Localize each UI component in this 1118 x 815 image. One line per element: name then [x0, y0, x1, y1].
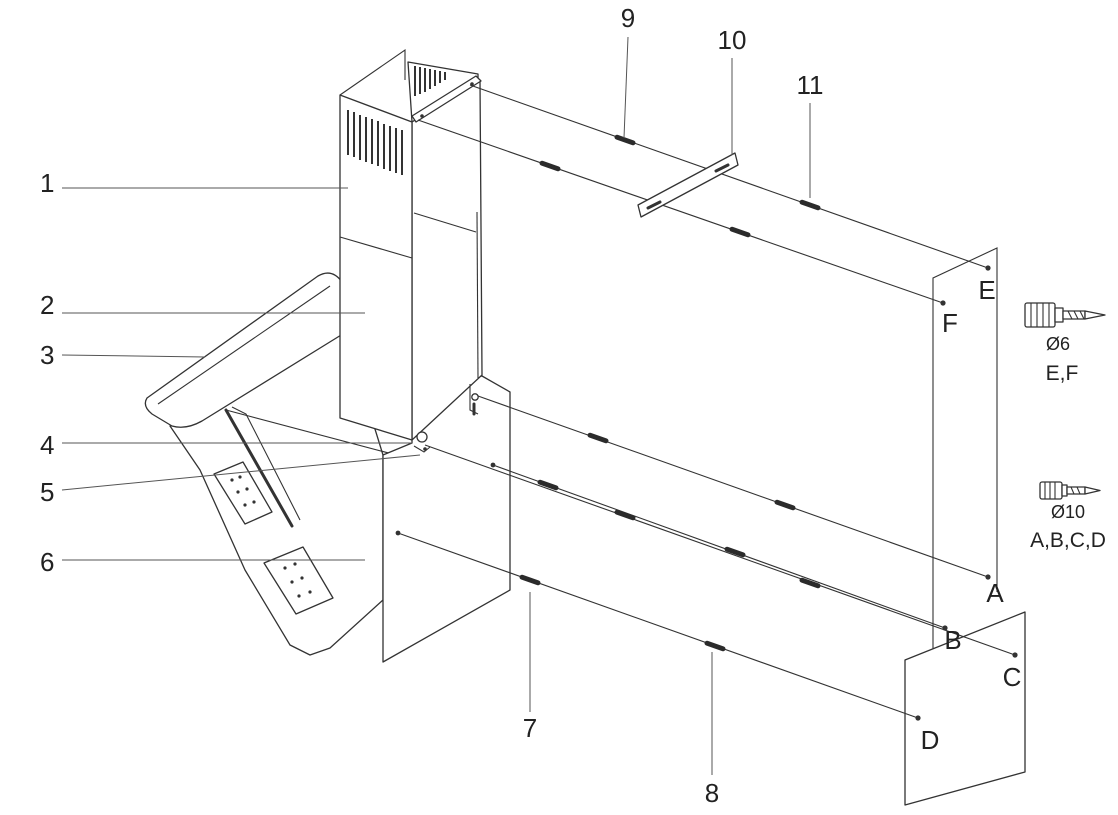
chimney-bottom-bracket — [413, 431, 431, 453]
mounting-line-f — [417, 119, 944, 304]
chimney-inner-rail — [476, 211, 479, 379]
screw — [774, 499, 796, 511]
hole-label-d: D — [921, 725, 940, 755]
leader-line-9 — [623, 36, 629, 139]
screw — [539, 160, 561, 172]
glass-panel-inner-edge — [157, 285, 331, 405]
screw — [704, 640, 726, 652]
screw — [799, 199, 821, 211]
wall-panel-upper — [932, 247, 998, 655]
screw — [799, 577, 821, 589]
drill-diameter-large: Ø10 — [1051, 502, 1085, 522]
chimney-outer-back-edge — [339, 48, 406, 96]
chimney-outer-piece — [339, 94, 413, 441]
screw — [537, 479, 559, 491]
chimney-top-bracket-hole — [420, 114, 424, 118]
part-number-8: 8 — [705, 778, 719, 808]
mounting-line-c — [424, 444, 1016, 656]
box-hanging-bracket — [469, 384, 479, 416]
drill-icon — [1039, 481, 1101, 500]
part-number-1: 1 — [40, 168, 54, 198]
wall-bracket — [637, 152, 739, 218]
control-panel-upper — [213, 461, 273, 525]
part-number-5: 5 — [40, 477, 54, 507]
screw — [729, 226, 751, 238]
chimney-top-bracket — [411, 75, 482, 123]
hole-label-e: E — [978, 275, 995, 305]
hole-label-a: A — [986, 578, 1004, 608]
hole-label-f: F — [942, 308, 958, 338]
wall-panel-lower — [904, 611, 1026, 806]
drill-diameter-small: Ø6 — [1046, 334, 1070, 354]
hole-b — [942, 625, 948, 631]
part-number-6: 6 — [40, 547, 54, 577]
screw — [614, 509, 636, 521]
screw — [519, 574, 541, 586]
glass-panel — [144, 272, 347, 428]
screw — [587, 432, 609, 444]
mounting-line-b — [492, 464, 946, 629]
hood-frame-edge — [231, 406, 301, 521]
hood-inner-edge — [225, 409, 416, 461]
hole-e — [985, 265, 991, 271]
control-panel-lower — [263, 546, 334, 615]
drill-holes-small: E,F — [1046, 362, 1079, 385]
mounting-line-d — [397, 532, 919, 719]
chimney-inner-divider — [413, 212, 477, 233]
drill-icon — [1024, 302, 1106, 328]
hood-fixing-point — [395, 530, 401, 536]
hole-a — [985, 574, 991, 580]
hole-f — [940, 300, 946, 306]
chimney-inner-vent-slits — [414, 66, 446, 96]
hood-frame — [224, 408, 294, 528]
mounting-line-e — [469, 84, 989, 269]
chimney-outer-divider — [339, 236, 413, 259]
hole-d — [915, 715, 921, 721]
hole-label-c: C — [1003, 662, 1022, 692]
part-number-2: 2 — [40, 290, 54, 320]
hole-c — [1012, 652, 1018, 658]
leader-line-3 — [61, 354, 206, 358]
part-number-10: 10 — [718, 25, 747, 55]
part-number-9: 9 — [621, 3, 635, 33]
part-number-3: 3 — [40, 340, 54, 370]
part-number-7: 7 — [523, 713, 537, 743]
mounting-line-a — [477, 395, 989, 578]
hood-fixing-point — [490, 462, 496, 468]
chimney-outer-vent-slits — [347, 110, 403, 175]
screw — [724, 546, 746, 558]
screw — [614, 134, 636, 146]
drill-holes-large: A,B,C,D — [1030, 529, 1106, 552]
part-number-11: 11 — [797, 70, 824, 100]
part-number-4: 4 — [40, 430, 54, 460]
hole-label-b: B — [944, 625, 961, 655]
leader-line-5 — [61, 454, 421, 491]
